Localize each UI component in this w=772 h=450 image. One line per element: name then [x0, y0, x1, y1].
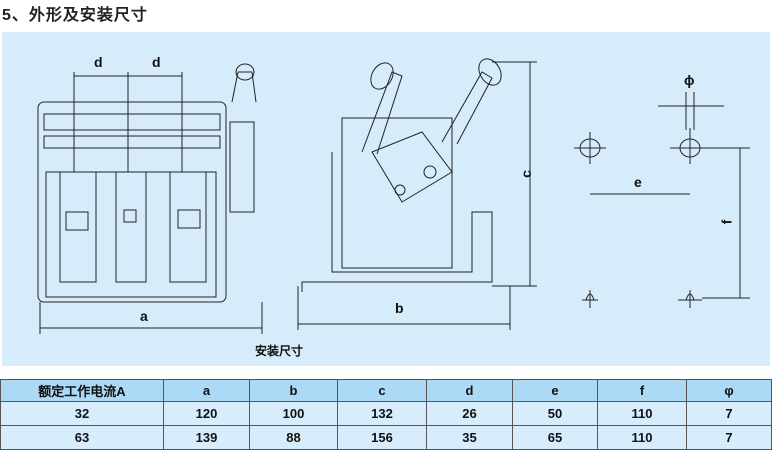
- table-cell: 26: [426, 401, 513, 426]
- table-cell: 88: [249, 425, 338, 450]
- header-cell: c: [337, 379, 427, 402]
- header-cell: a: [163, 379, 250, 402]
- dim-label-c: c: [517, 170, 534, 178]
- table-cell: 7: [686, 425, 772, 450]
- header-cell: 额定工作电流A: [0, 379, 164, 402]
- header-cell: φ: [686, 379, 772, 402]
- dim-label-a: a: [140, 308, 148, 324]
- front-view: [37, 63, 263, 334]
- table-cell: 156: [337, 425, 427, 450]
- diagram-caption: 安装尺寸: [255, 344, 304, 358]
- table-row: 63 139 88 156 35 65 110 7: [0, 425, 772, 450]
- drawing-lines: [37, 58, 750, 334]
- dim-label-f: f: [718, 219, 735, 225]
- table-cell: 32: [0, 401, 164, 426]
- table-cell: 63: [0, 425, 164, 450]
- table-cell: 132: [337, 401, 427, 426]
- side-view: [297, 58, 537, 330]
- table-cell: 110: [597, 401, 687, 426]
- table-cell: 100: [249, 401, 338, 426]
- dim-label-d: d: [94, 54, 103, 70]
- dim-label-e: e: [634, 174, 642, 190]
- header-cell: b: [249, 379, 338, 402]
- header-cell: e: [512, 379, 598, 402]
- dimension-table: 额定工作电流A a b c d e f φ 32 120 100 132 26 …: [0, 379, 772, 450]
- header-cell: f: [597, 379, 687, 402]
- table-cell: 7: [686, 401, 772, 426]
- table-cell: 120: [163, 401, 250, 426]
- header-cell: d: [426, 379, 513, 402]
- table-cell: 35: [426, 425, 513, 450]
- dimension-drawing: d d a b c e f ϕ 安装尺寸: [2, 32, 770, 366]
- table-row: 32 120 100 132 26 50 110 7: [0, 401, 772, 426]
- section-title: 5、外形及安装尺寸: [2, 7, 148, 24]
- table-cell: 65: [512, 425, 598, 450]
- table-cell: 139: [163, 425, 250, 450]
- table-header-row: 额定工作电流A a b c d e f φ: [0, 379, 772, 402]
- mounting-holes-view: [574, 92, 750, 308]
- table-cell: 110: [597, 425, 687, 450]
- dim-label-d: d: [152, 54, 161, 70]
- dim-label-phi: ϕ: [684, 72, 695, 88]
- table-cell: 50: [512, 401, 598, 426]
- dim-label-b: b: [395, 300, 404, 316]
